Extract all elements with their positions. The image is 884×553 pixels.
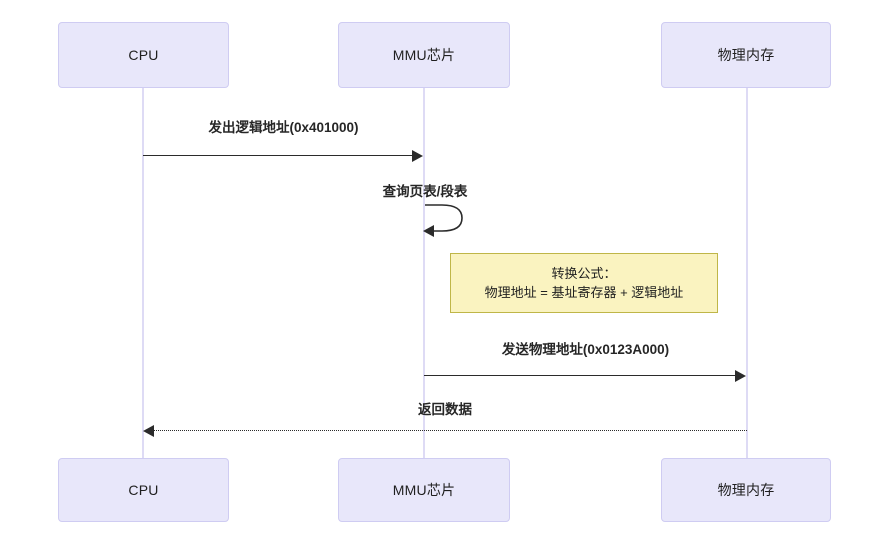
participant-mmu-top[interactable]: MMU芯片	[338, 22, 510, 88]
participant-label-mmu-top: MMU芯片	[392, 47, 456, 63]
participant-label-cpu-bottom: CPU	[128, 482, 159, 498]
message-line-4	[153, 430, 747, 431]
message-arrowhead-3	[735, 369, 746, 382]
participant-label-cpu-top: CPU	[128, 47, 159, 63]
participant-label-mem-bottom: 物理内存	[717, 482, 775, 498]
message-label-1: 发出逻辑地址(0x401000)	[208, 120, 359, 135]
message-arrowhead-4	[143, 424, 154, 437]
lifeline-mmu	[423, 88, 425, 458]
participant-cpu-bottom[interactable]: CPU	[58, 458, 229, 522]
message-label-3: 发送物理地址(0x0123A000)	[501, 342, 670, 357]
participant-mem-bottom[interactable]: 物理内存	[661, 458, 831, 522]
participant-mem-top[interactable]: 物理内存	[661, 22, 831, 88]
message-arrowhead-1	[412, 149, 423, 162]
note-conversion-formula: 转换公式： 物理地址 = 基址寄存器 + 逻辑地址	[450, 253, 718, 313]
participant-mmu-bottom[interactable]: MMU芯片	[338, 458, 510, 522]
note-line-1: 转换公式：	[551, 265, 617, 281]
message-label-4: 返回数据	[418, 402, 472, 417]
message-line-1	[143, 155, 413, 156]
note-line-2: 物理地址 = 基址寄存器 + 逻辑地址	[484, 285, 684, 300]
lifeline-mem	[746, 88, 748, 458]
lifeline-cpu	[142, 88, 144, 458]
message-label-2: 查询页表/段表	[382, 184, 468, 199]
participant-label-mem-top: 物理内存	[717, 47, 775, 63]
participant-label-mmu-bottom: MMU芯片	[392, 482, 456, 498]
participant-cpu-top[interactable]: CPU	[58, 22, 229, 88]
self-loop-arrow-2	[423, 204, 463, 237]
message-line-3	[424, 375, 736, 376]
